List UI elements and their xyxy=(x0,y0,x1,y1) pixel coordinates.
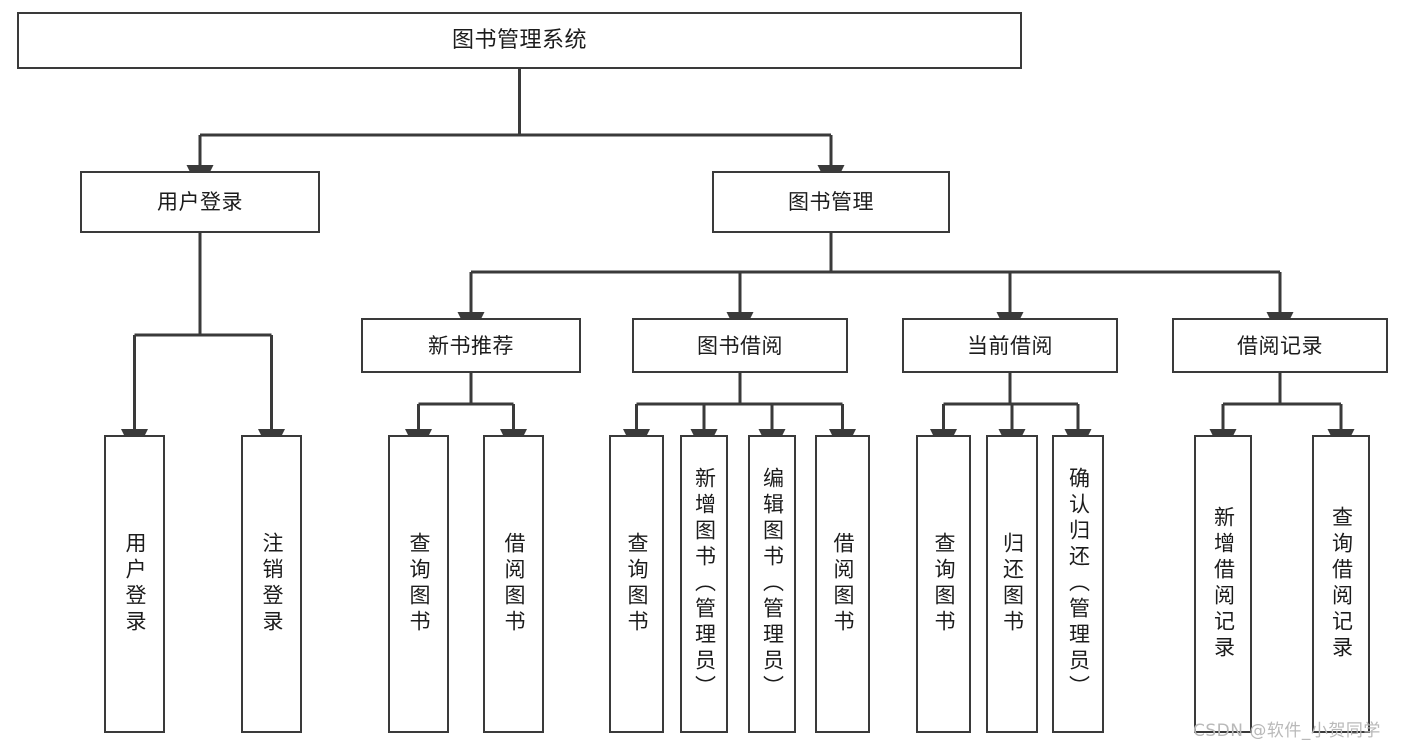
node-label: 新增借阅记录 xyxy=(1211,506,1236,662)
node-leaf-confirm-return-admin[interactable]: 确认归还（管理员） xyxy=(1052,435,1104,733)
node-leaf-query-book-2[interactable]: 查询图书 xyxy=(609,435,664,733)
node-label: 图书管理 xyxy=(788,190,874,214)
node-leaf-logout[interactable]: 注销登录 xyxy=(241,435,302,733)
node-leaf-query-borrow-record[interactable]: 查询借阅记录 xyxy=(1312,435,1370,733)
node-label: 编辑图书（管理员） xyxy=(760,467,785,701)
node-leaf-query-book-3[interactable]: 查询图书 xyxy=(916,435,971,733)
node-leaf-edit-book-admin[interactable]: 编辑图书（管理员） xyxy=(748,435,796,733)
node-root[interactable]: 图书管理系统 xyxy=(17,12,1022,69)
node-label: 确认归还（管理员） xyxy=(1066,467,1091,701)
node-label: 图书管理系统 xyxy=(451,27,587,53)
node-label: 归还图书 xyxy=(1000,532,1025,636)
node-label: 用户登录 xyxy=(157,190,243,214)
node-label: 新增图书（管理员） xyxy=(692,467,717,701)
node-label: 借阅图书 xyxy=(502,532,526,636)
node-leaf-borrow-book-1[interactable]: 借阅图书 xyxy=(483,435,544,733)
node-leaf-add-book-admin[interactable]: 新增图书（管理员） xyxy=(680,435,728,733)
node-book-manage[interactable]: 图书管理 xyxy=(712,171,950,233)
node-leaf-return-book[interactable]: 归还图书 xyxy=(986,435,1038,733)
node-label: 查询图书 xyxy=(932,532,956,636)
connector-lines xyxy=(121,69,1355,456)
node-leaf-add-borrow-record[interactable]: 新增借阅记录 xyxy=(1194,435,1252,733)
node-label: 查询图书 xyxy=(407,532,431,636)
node-borrow-record[interactable]: 借阅记录 xyxy=(1172,318,1388,373)
node-book-borrow[interactable]: 图书借阅 xyxy=(632,318,848,373)
node-label: 用户登录 xyxy=(123,532,147,636)
node-leaf-user-login[interactable]: 用户登录 xyxy=(104,435,165,733)
node-label: 新书推荐 xyxy=(428,333,514,358)
node-label: 查询图书 xyxy=(625,532,649,636)
node-label: 注销登录 xyxy=(260,532,284,636)
node-label: 借阅图书 xyxy=(831,532,855,636)
node-leaf-borrow-book-2[interactable]: 借阅图书 xyxy=(815,435,870,733)
node-user-login[interactable]: 用户登录 xyxy=(80,171,320,233)
node-label: 图书借阅 xyxy=(697,333,783,358)
node-label: 借阅记录 xyxy=(1237,333,1323,358)
node-label: 当前借阅 xyxy=(967,333,1053,358)
node-label: 查询借阅记录 xyxy=(1329,506,1354,662)
node-new-book-rec[interactable]: 新书推荐 xyxy=(361,318,581,373)
node-leaf-query-book-1[interactable]: 查询图书 xyxy=(388,435,449,733)
node-current-borrow[interactable]: 当前借阅 xyxy=(902,318,1118,373)
